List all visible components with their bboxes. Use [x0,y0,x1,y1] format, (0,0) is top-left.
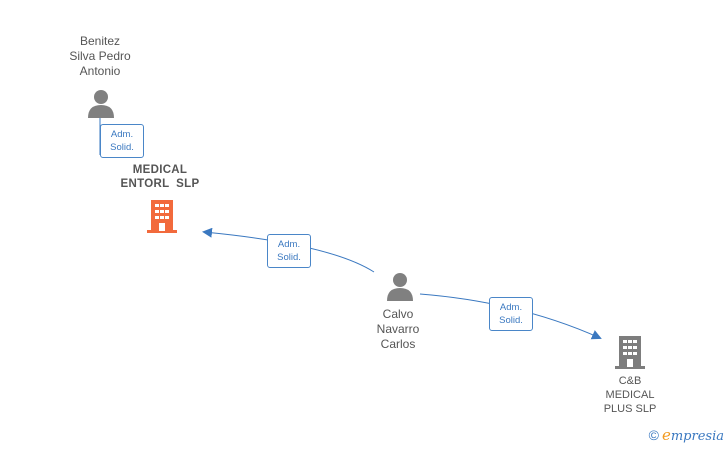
person-name-line: Antonio [79,64,121,78]
company-name-line: C&B [618,375,642,387]
brand-name: mpresia [670,429,724,444]
building-icon[interactable] [146,199,178,233]
company-name-line: MEDICAL [132,164,188,176]
brand-e: e [661,426,671,444]
person-name-line: Benitez [79,34,121,48]
person-label-benitez[interactable]: Benitez Silva Pedro Antonio [48,34,152,79]
badge-line: Solid. [499,315,523,326]
badge-line: Adm. [499,302,523,313]
person-icon[interactable] [385,271,415,301]
person-label-calvo[interactable]: Calvo Navarro Carlos [352,307,444,352]
company-name-line: PLUS SLP [603,403,657,415]
relation-badge: Adm. Solid. [267,234,311,268]
badge-line: Solid. [110,142,134,153]
relation-badge: Adm. Solid. [489,297,533,331]
person-name-line: Carlos [380,337,416,351]
company-label-medical-entorl[interactable]: MEDICAL ENTORL SLP [100,163,220,191]
brand-logo[interactable]: ©empresia [649,426,724,444]
person-name-line: Navarro [376,322,420,336]
badge-line: Solid. [277,252,301,263]
copyright-icon: © [648,427,659,443]
company-name-line: ENTORL SLP [120,178,200,190]
company-name-line: MEDICAL [605,389,655,401]
person-name-line: Silva Pedro [69,49,131,63]
building-icon[interactable] [614,335,646,369]
person-icon[interactable] [86,88,116,118]
person-name-line: Calvo [382,307,414,321]
badge-line: Adm. [110,129,134,140]
company-label-cb-medical[interactable]: C&B MEDICAL PLUS SLP [588,374,672,416]
badge-line: Adm. [277,239,301,250]
relation-badge: Adm. Solid. [100,124,144,158]
